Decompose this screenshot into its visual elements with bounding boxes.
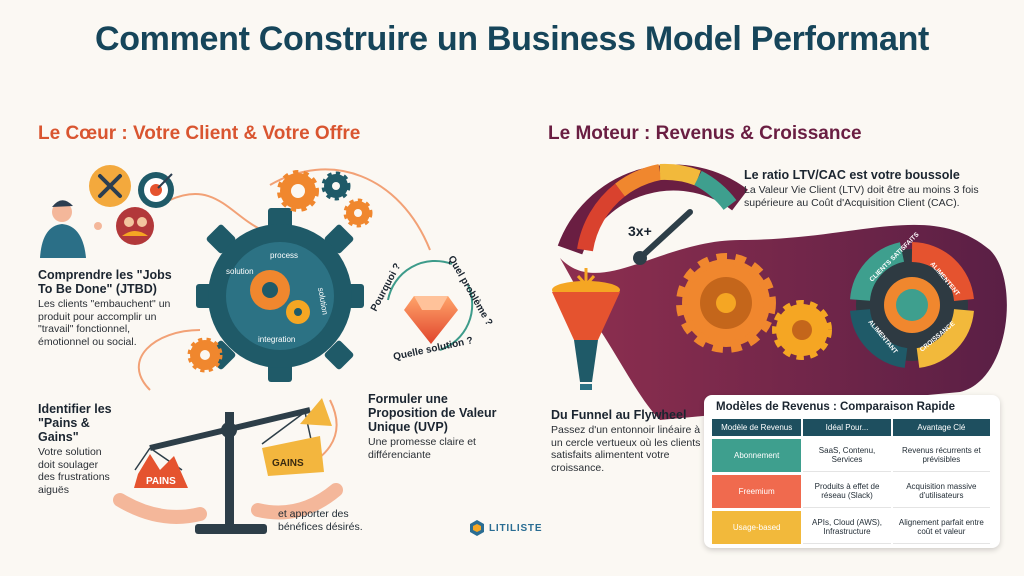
gauge-icon [557,163,748,265]
ideal-cell: Produits à effet de réseau (Slack) [803,475,891,508]
gear-label-process: process [270,251,298,260]
uvp-title: Formuler une Proposition de Valeur Uniqu… [368,392,497,434]
funnel-title: Du Funnel au Flywheel [551,408,687,422]
gear-label-integration: integration [258,335,295,344]
small-gear-icon [187,170,373,373]
funnel-text: Passez d'un entonnoir linéaire à un cerc… [551,424,701,474]
model-cell: Usage-based [712,511,802,544]
jtbd-text: Les clients "embauchent" un produit pour… [38,298,171,348]
table-row: Freemium Produits à effet de réseau (Sla… [712,475,992,508]
uvp-cycle-why: Pourquoi ? [369,262,403,314]
target-icon [138,172,174,208]
ideal-cell: APIs, Cloud (AWS), Infrastructure [803,511,891,544]
person-icon [40,200,102,258]
main-gear-icon [196,208,364,382]
advantage-cell: Acquisition massive d'utilisateurs [892,475,990,508]
jtbd-title: Comprendre les "Jobs To Be Done" (JTBD) [38,268,172,296]
funnel-icon [552,268,620,390]
ltv-text: La Valeur Vie Client (LTV) doit être au … [744,184,979,209]
header-model: Modèle de Revenus [712,419,802,436]
pains-gains-block: Identifier les "Pains & Gains" Votre sol… [38,402,113,496]
diamond-icon [404,296,458,344]
revenue-models-card: Modèles de Revenus : Comparaison Rapide … [704,395,1000,548]
logo-mark-icon [470,520,484,536]
uvp-cycle [387,259,474,351]
pains-gains-title: Identifier les "Pains & Gains" [38,402,112,444]
jtbd-block: Comprendre les "Jobs To Be Done" (JTBD) … [38,268,178,348]
header-ideal: Idéal Pour... [803,419,891,436]
advantage-cell: Alignement parfait entre coût et valeur [892,511,990,544]
page-title: Comment Construire un Business Model Per… [94,20,930,58]
ideal-cell: SaaS, Contenu, Services [803,439,891,472]
uvp-block: Formuler une Proposition de Valeur Uniqu… [368,392,498,461]
model-cell: Abonnement [712,439,802,472]
scale-gains-label: GAINS [272,458,304,469]
balance-scale-icon [113,398,343,534]
gear-label-solution: solution [226,267,254,276]
ltv-title: Le ratio LTV/CAC est votre boussole [744,168,960,182]
revenue-table-title: Modèles de Revenus : Comparaison Rapide [716,401,956,413]
table-row: Abonnement SaaS, Contenu, Services Reven… [712,439,992,472]
pains-gains-text: Votre solution doit soulager des frustra… [38,446,110,496]
flywheel-icon [850,242,974,368]
right-section-title: Le Moteur : Revenus & Croissance [548,123,862,144]
uvp-text: Une promesse claire et différenciante [368,436,476,461]
ltv-block: Le ratio LTV/CAC est votre boussole La V… [744,168,1004,209]
left-section-title: Le Cœur : Votre Client & Votre Offre [38,123,361,144]
tools-icon [89,165,131,207]
header-advantage: Avantage Clé [892,419,990,436]
brand-logo: LITILISTE [470,520,542,536]
logo-text: LITILISTE [489,522,543,534]
revenue-table-header: Modèle de Revenus Idéal Pour... Avantage… [712,419,992,436]
table-row: Usage-based APIs, Cloud (AWS), Infrastru… [712,511,992,544]
gauge-ratio-label: 3x+ [628,223,652,239]
funnel-block: Du Funnel au Flywheel Passez d'un entonn… [551,408,701,474]
growth-gear-icon [676,253,832,360]
model-cell: Freemium [712,475,802,508]
team-icon [116,207,154,245]
advantage-cell: Revenus récurrents et prévisibles [892,439,990,472]
scale-pains-label: PAINS [146,476,176,487]
benefits-text: et apporter des bénéfices désirés. [278,508,363,533]
